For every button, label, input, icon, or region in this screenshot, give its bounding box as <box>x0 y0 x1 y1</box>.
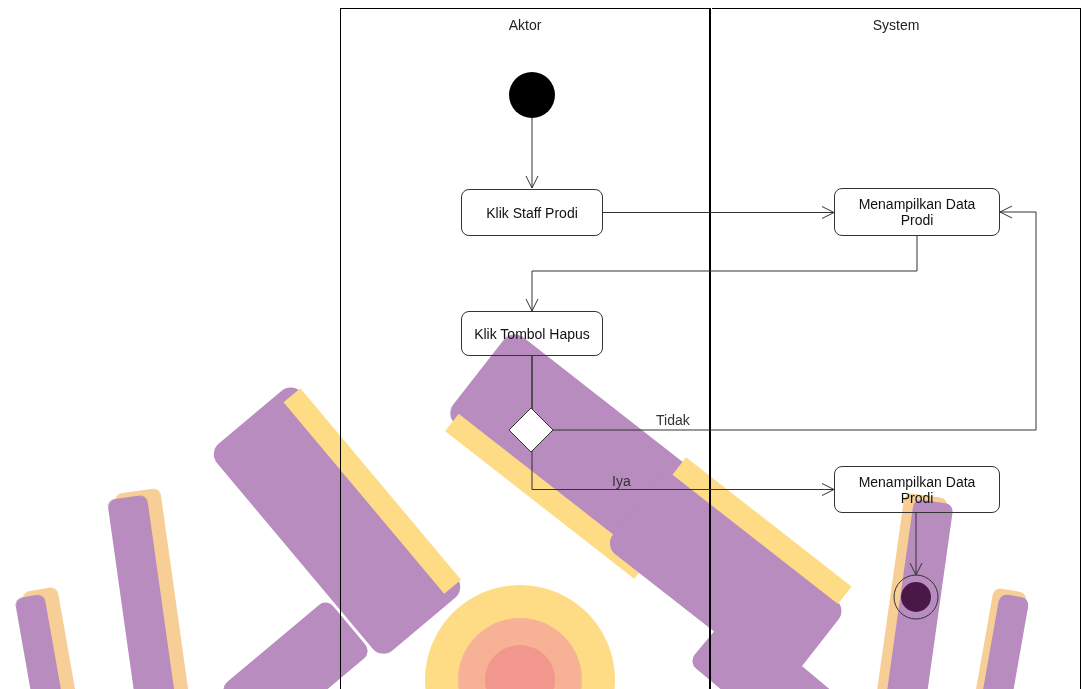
initial-node <box>509 72 555 118</box>
end-flow <box>916 512 917 575</box>
action-label: Menampilkan Data Prodi <box>841 196 993 228</box>
action-box: Klik Staff Prodi <box>461 189 603 236</box>
lane-title: System <box>712 17 1080 33</box>
decision-diamond <box>509 408 553 452</box>
final-node <box>901 582 931 612</box>
guard-label: Iya <box>612 473 631 489</box>
control-flow <box>532 236 917 311</box>
swimlane: SystemMenampilkan Data ProdiMenampilkan … <box>712 8 1081 689</box>
start-flow <box>532 118 533 188</box>
swimlane: AktorKlik Staff ProdiKlik Tombol Hapus <box>340 8 711 689</box>
guard-label: Tidak <box>656 412 690 428</box>
action-box: Menampilkan Data Prodi <box>834 466 1000 513</box>
action-box: Menampilkan Data Prodi <box>834 188 1000 236</box>
control-flow <box>532 356 834 490</box>
final-node-ring <box>894 575 938 619</box>
action-label: Klik Tombol Hapus <box>474 326 590 342</box>
control-flow <box>532 212 1036 430</box>
lane-title: Aktor <box>341 17 709 33</box>
action-label: Menampilkan Data Prodi <box>841 474 993 506</box>
action-box: Klik Tombol Hapus <box>461 311 603 356</box>
action-label: Klik Staff Prodi <box>486 205 578 221</box>
control-flow <box>603 212 834 213</box>
